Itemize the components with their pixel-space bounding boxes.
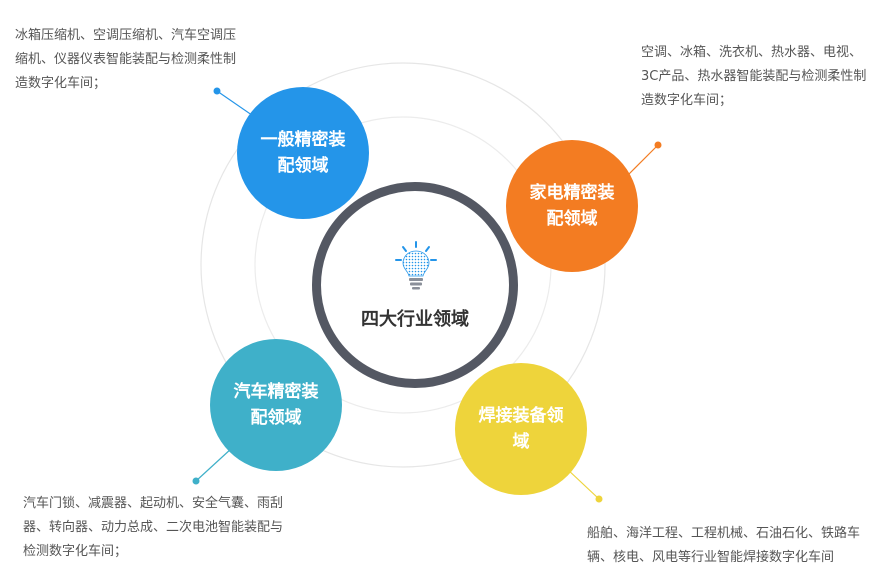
automotive-precision-assembly-label: 汽车精密装配领域: [233, 382, 319, 428]
outer-guide-circle: [200, 62, 606, 468]
automotive-connector-line: [195, 447, 233, 482]
center-title: 四大行业领域: [361, 309, 469, 330]
general-precision-assembly-label: 一般精密装配领域: [260, 130, 346, 176]
appliance-precision-assembly-bubble: 家电精密装配领域: [506, 140, 638, 272]
welding-connector-dot: [595, 495, 603, 503]
appliance-connector-line: [624, 144, 659, 179]
appliance-precision-assembly-label: 家电精密装配领域: [529, 183, 615, 229]
general-connector-dot: [213, 87, 221, 95]
appliance-description: 空调、冰箱、洗衣机、热水器、电视、3C产品、热水器智能装配与检测柔性制造数字化车…: [641, 45, 867, 108]
welding-connector-line: [565, 467, 600, 500]
automotive-description: 汽车门锁、减震器、起动机、安全气囊、雨刮器、转向器、动力总成、二次电池智能装配与…: [23, 496, 284, 559]
lightbulb-icon: [395, 241, 437, 290]
general-precision-assembly-bubble: 一般精密装配领域: [237, 87, 369, 219]
welding-equipment-bubble: 焊接装备领域: [455, 363, 587, 495]
general-description: 冰箱压缩机、空调压缩机、汽车空调压缩机、仪器仪表智能装配与检测柔性制造数字化车间…: [15, 28, 237, 91]
automotive-connector-dot: [192, 477, 200, 485]
appliance-connector-dot: [654, 141, 662, 149]
automotive-precision-assembly-bubble: 汽车精密装配领域: [210, 339, 342, 471]
welding-description: 船舶、海洋工程、工程机械、石油石化、铁路车辆、核电、风电等行业智能焊接数字化车间: [587, 526, 861, 565]
welding-equipment-label: 焊接装备领域: [478, 406, 564, 452]
